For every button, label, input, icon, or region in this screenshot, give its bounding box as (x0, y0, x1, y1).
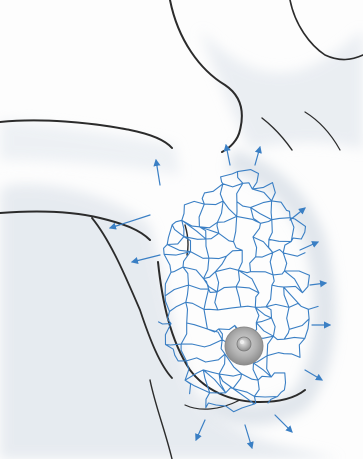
areola (225, 327, 263, 365)
nipple (237, 337, 251, 351)
skin-shading (0, 30, 363, 459)
